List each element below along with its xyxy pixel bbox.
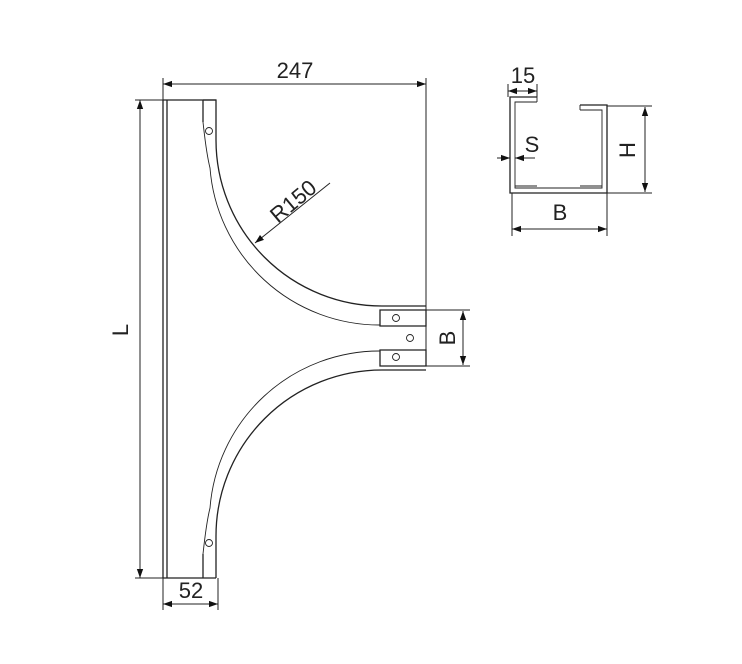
thickness-dim-label: S xyxy=(525,132,540,157)
dimension-L: L xyxy=(108,99,163,579)
flange-dim-label: 15 xyxy=(511,63,535,88)
lower-flange xyxy=(379,349,427,367)
lower-flange-hole xyxy=(392,353,400,361)
dimension-B-main: B xyxy=(426,309,470,367)
profile-cross-section xyxy=(509,96,608,194)
dimension-B-profile: B xyxy=(511,193,608,236)
tab-width-dim-label: 52 xyxy=(179,578,203,603)
top-tab-hole xyxy=(205,127,213,135)
radius-dim-label: R150 xyxy=(265,175,321,228)
bottom-tab-hole xyxy=(205,539,213,547)
center-hole xyxy=(406,334,414,342)
upper-curve-inner xyxy=(202,121,381,326)
upper-flange-hole xyxy=(392,314,400,322)
profile-inner xyxy=(514,97,603,189)
lower-curve-outer xyxy=(215,369,426,537)
dimension-S: S xyxy=(497,132,540,162)
profile-outer xyxy=(509,96,608,194)
width-dim-label: 247 xyxy=(277,58,314,83)
left-edge xyxy=(162,100,168,578)
lower-curve-inner xyxy=(202,350,381,555)
dimension-radius: R150 xyxy=(254,175,331,244)
top-tab xyxy=(202,99,217,140)
upper-curve-outer xyxy=(215,139,426,307)
upper-flange xyxy=(379,309,427,327)
bottom-tab xyxy=(202,536,217,578)
dimension-247: 247 xyxy=(162,58,426,100)
tee-piece-main-view xyxy=(162,78,427,579)
dimension-52: 52 xyxy=(162,578,219,610)
dimension-15: 15 xyxy=(507,63,538,97)
dimension-H: H xyxy=(607,105,652,194)
length-dim-label: L xyxy=(108,324,133,336)
height-dim-label: H xyxy=(615,142,640,158)
profile-width-dim-label: B xyxy=(553,200,568,225)
branch-width-dim-label: B xyxy=(435,331,460,346)
